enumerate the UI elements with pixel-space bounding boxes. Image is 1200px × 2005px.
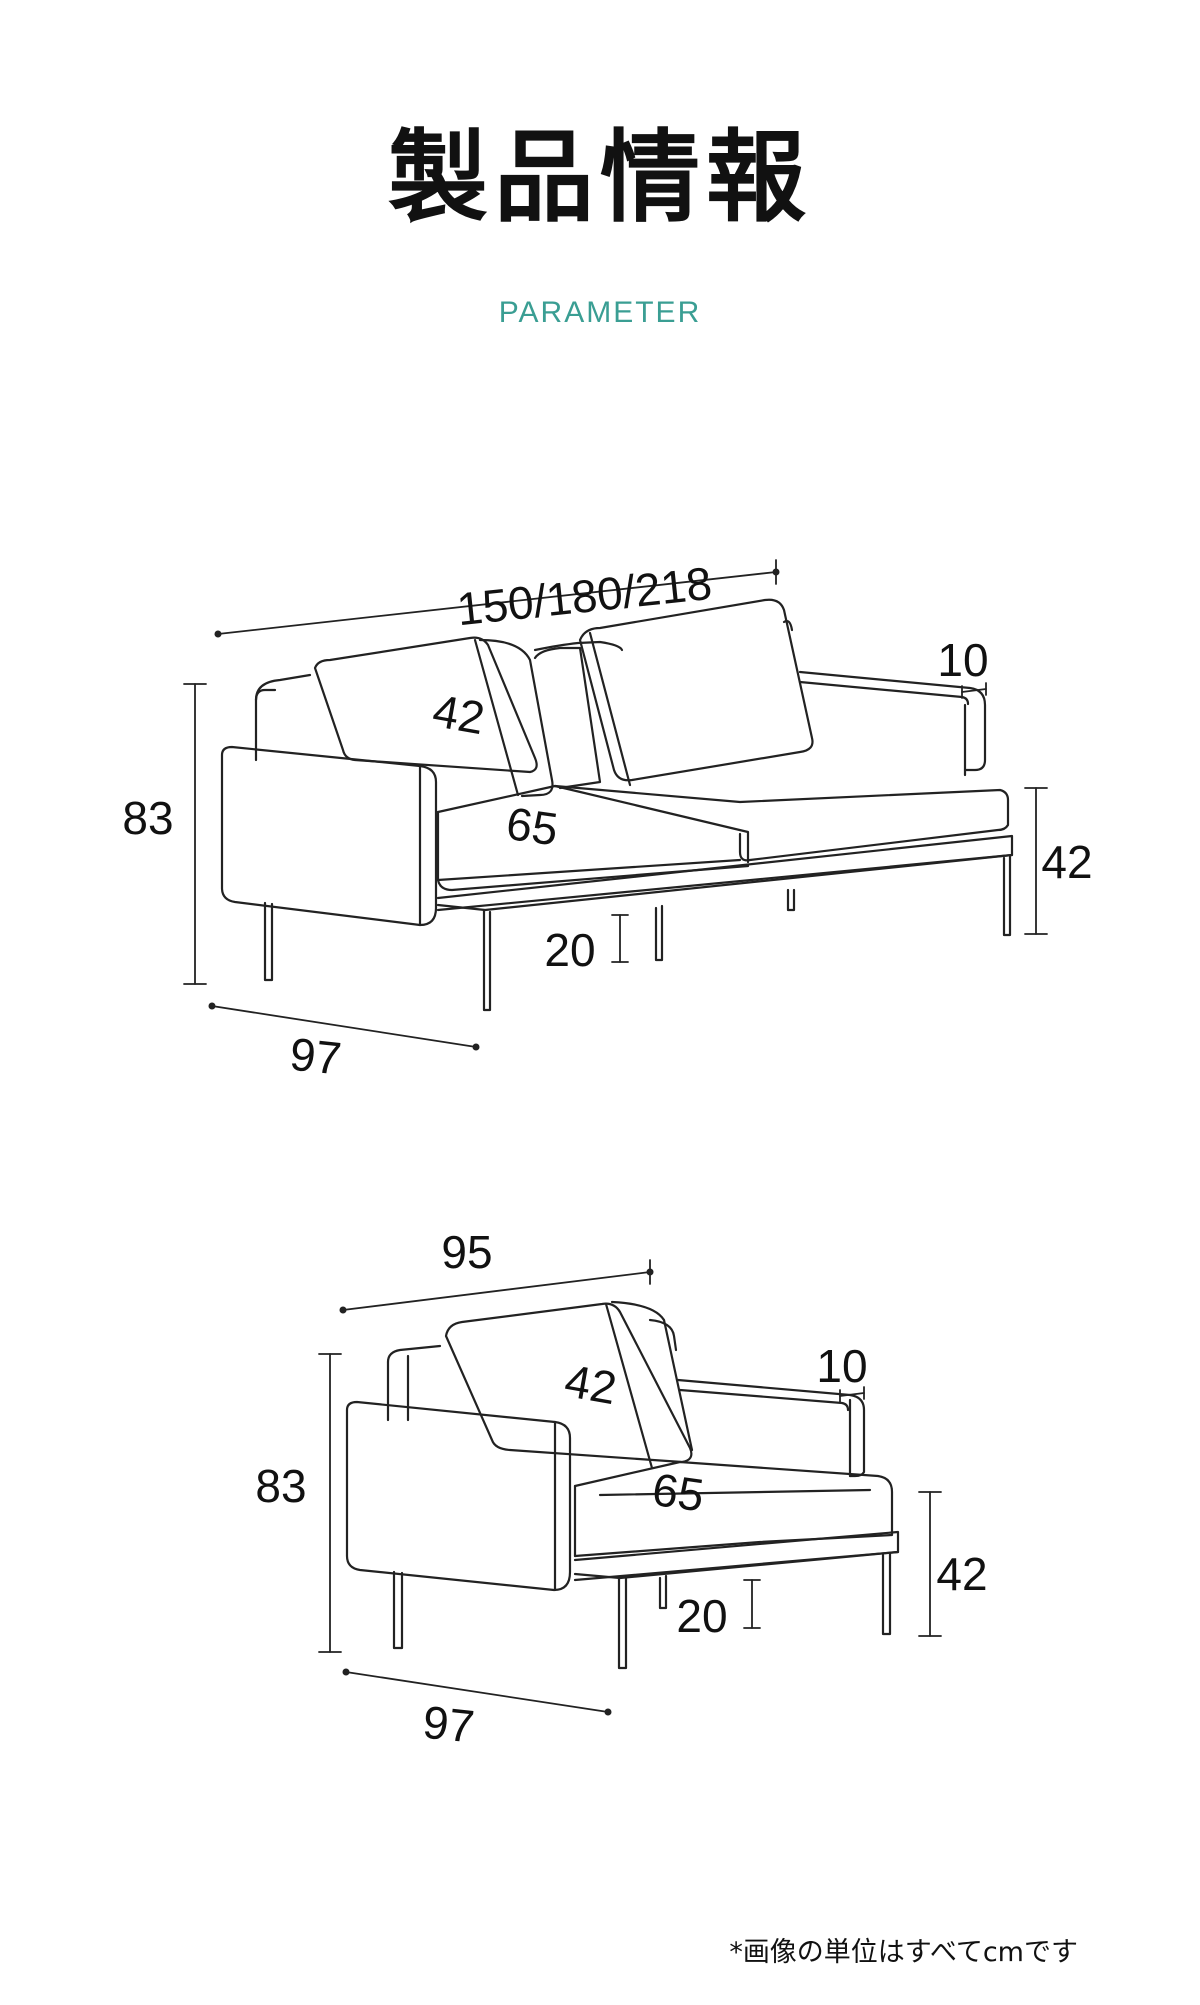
sofa-arm-width-label: 10 xyxy=(937,634,988,686)
page-title: 製品情報 xyxy=(388,119,812,236)
chair-seat-depth-label: 65 xyxy=(649,1463,707,1522)
chair-width-label: 95 xyxy=(441,1226,492,1278)
chair-arm-width-label: 10 xyxy=(816,1340,867,1392)
chair-height-label: 83 xyxy=(255,1460,306,1512)
sofa-leg-height-label: 20 xyxy=(544,924,595,976)
sofa-depth-label: 97 xyxy=(288,1028,344,1085)
sofa-drawing: 150/180/218 83 97 42 65 10 42 20 xyxy=(122,557,1092,1085)
sofa-back-cushion-label: 42 xyxy=(429,684,488,744)
sofa-height-label: 83 xyxy=(122,792,173,844)
chair-drawing: 95 83 97 42 65 10 42 20 xyxy=(255,1226,987,1753)
page-subtitle: PARAMETER xyxy=(498,296,702,329)
sofa-seat-depth-label: 65 xyxy=(503,797,561,856)
chair-depth-label: 97 xyxy=(421,1696,477,1753)
chair-back-cushion-label: 42 xyxy=(561,1354,620,1414)
chair-seat-height-label: 42 xyxy=(936,1548,987,1600)
sofa-seat-height-label: 42 xyxy=(1041,836,1092,888)
units-note: *画像の単位はすべてcmです xyxy=(729,1937,1078,1968)
sofa-width-label: 150/180/218 xyxy=(454,557,714,635)
chair-leg-height-label: 20 xyxy=(676,1590,727,1642)
